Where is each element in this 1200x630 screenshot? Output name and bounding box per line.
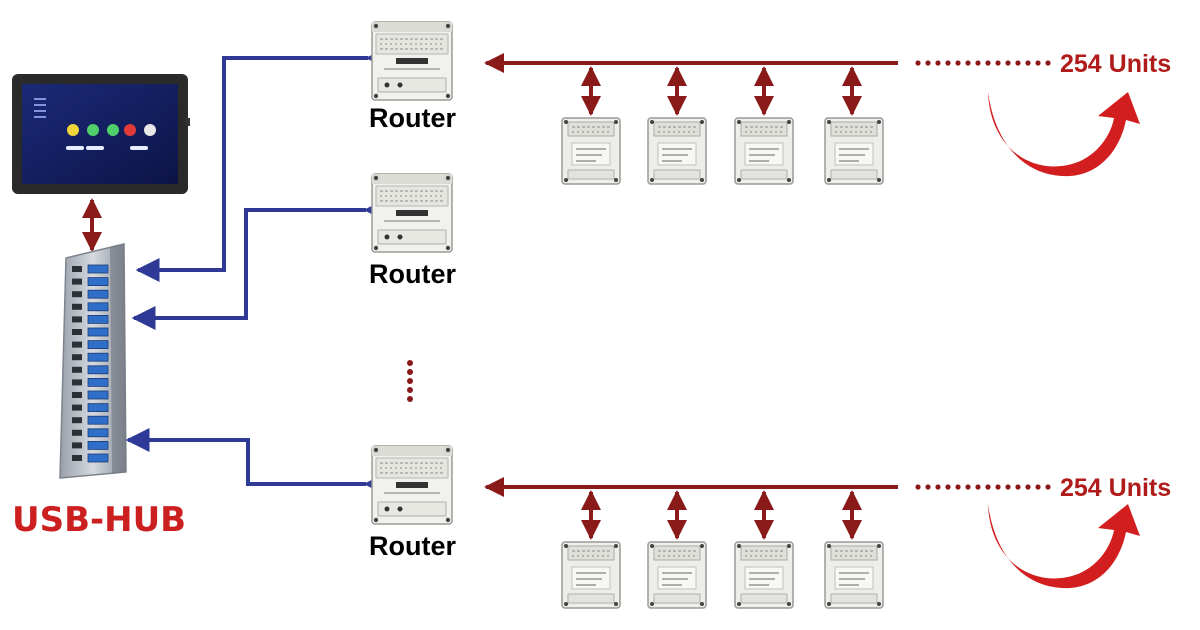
usb-port [87, 415, 109, 425]
bus-top-dots [915, 60, 1051, 66]
controller-module-icon [824, 541, 884, 609]
hub-led [72, 455, 82, 461]
hub-led [72, 303, 82, 310]
hub-led [72, 442, 82, 449]
usb-port [87, 428, 109, 438]
more-routers-ellipsis [407, 360, 413, 402]
usb-link-2 [131, 198, 388, 330]
usb-port [87, 352, 109, 362]
bus-bottom [484, 477, 1051, 609]
hub-led [72, 429, 82, 436]
controller-module-icon [824, 117, 884, 185]
units-label-bottom: 254 Units [1060, 474, 1172, 502]
usb-port [87, 277, 109, 287]
router-label-2: Router [369, 259, 456, 289]
router-module-icon [371, 173, 453, 253]
usb-port [87, 440, 109, 450]
hub-led [72, 366, 82, 373]
curved-arrow-icon [988, 92, 1140, 177]
hub-led [72, 379, 82, 386]
hub-led [72, 291, 82, 298]
controller-module-icon [647, 117, 707, 185]
router-module-icon [371, 21, 453, 101]
usb-port [87, 327, 109, 337]
usb-port [87, 314, 109, 324]
controller-module-icon [561, 117, 621, 185]
hub-led [72, 329, 82, 335]
controller-module-icon [734, 541, 794, 609]
usb-port [87, 390, 109, 400]
controller-module-icon [561, 541, 621, 609]
hub-led [72, 354, 82, 361]
router-label-3: Router [369, 531, 456, 561]
usb-port [87, 340, 109, 350]
hub-led [72, 316, 82, 323]
usb-port [87, 377, 109, 387]
curved-arrow-icon [988, 504, 1140, 589]
usb-port [87, 365, 109, 375]
hub-port-group [72, 264, 109, 463]
router-module-icon [371, 445, 453, 525]
usb-hub-icon [59, 243, 127, 479]
controller-module-icon [734, 117, 794, 185]
usb-link-3 [125, 428, 388, 496]
bus-bottom-dots [915, 484, 1051, 490]
hub-led [72, 392, 82, 398]
usb-port [87, 453, 109, 463]
hub-led [72, 278, 82, 285]
usb-links [125, 46, 390, 496]
controller-module-icon [647, 541, 707, 609]
hub-led [72, 341, 82, 348]
hub-led [72, 417, 82, 424]
hub-led [72, 266, 82, 272]
usb-port [87, 403, 109, 413]
units-label-top: 254 Units [1060, 50, 1172, 78]
usb-port [87, 289, 109, 299]
usb-port [87, 302, 109, 312]
router-label-1: Router [369, 103, 456, 133]
usb-port [87, 264, 109, 274]
usb-hub-label: USB-HUB [12, 500, 187, 540]
tablet-icon [12, 74, 190, 194]
hub-led [72, 404, 82, 411]
bus-top [484, 53, 1051, 185]
